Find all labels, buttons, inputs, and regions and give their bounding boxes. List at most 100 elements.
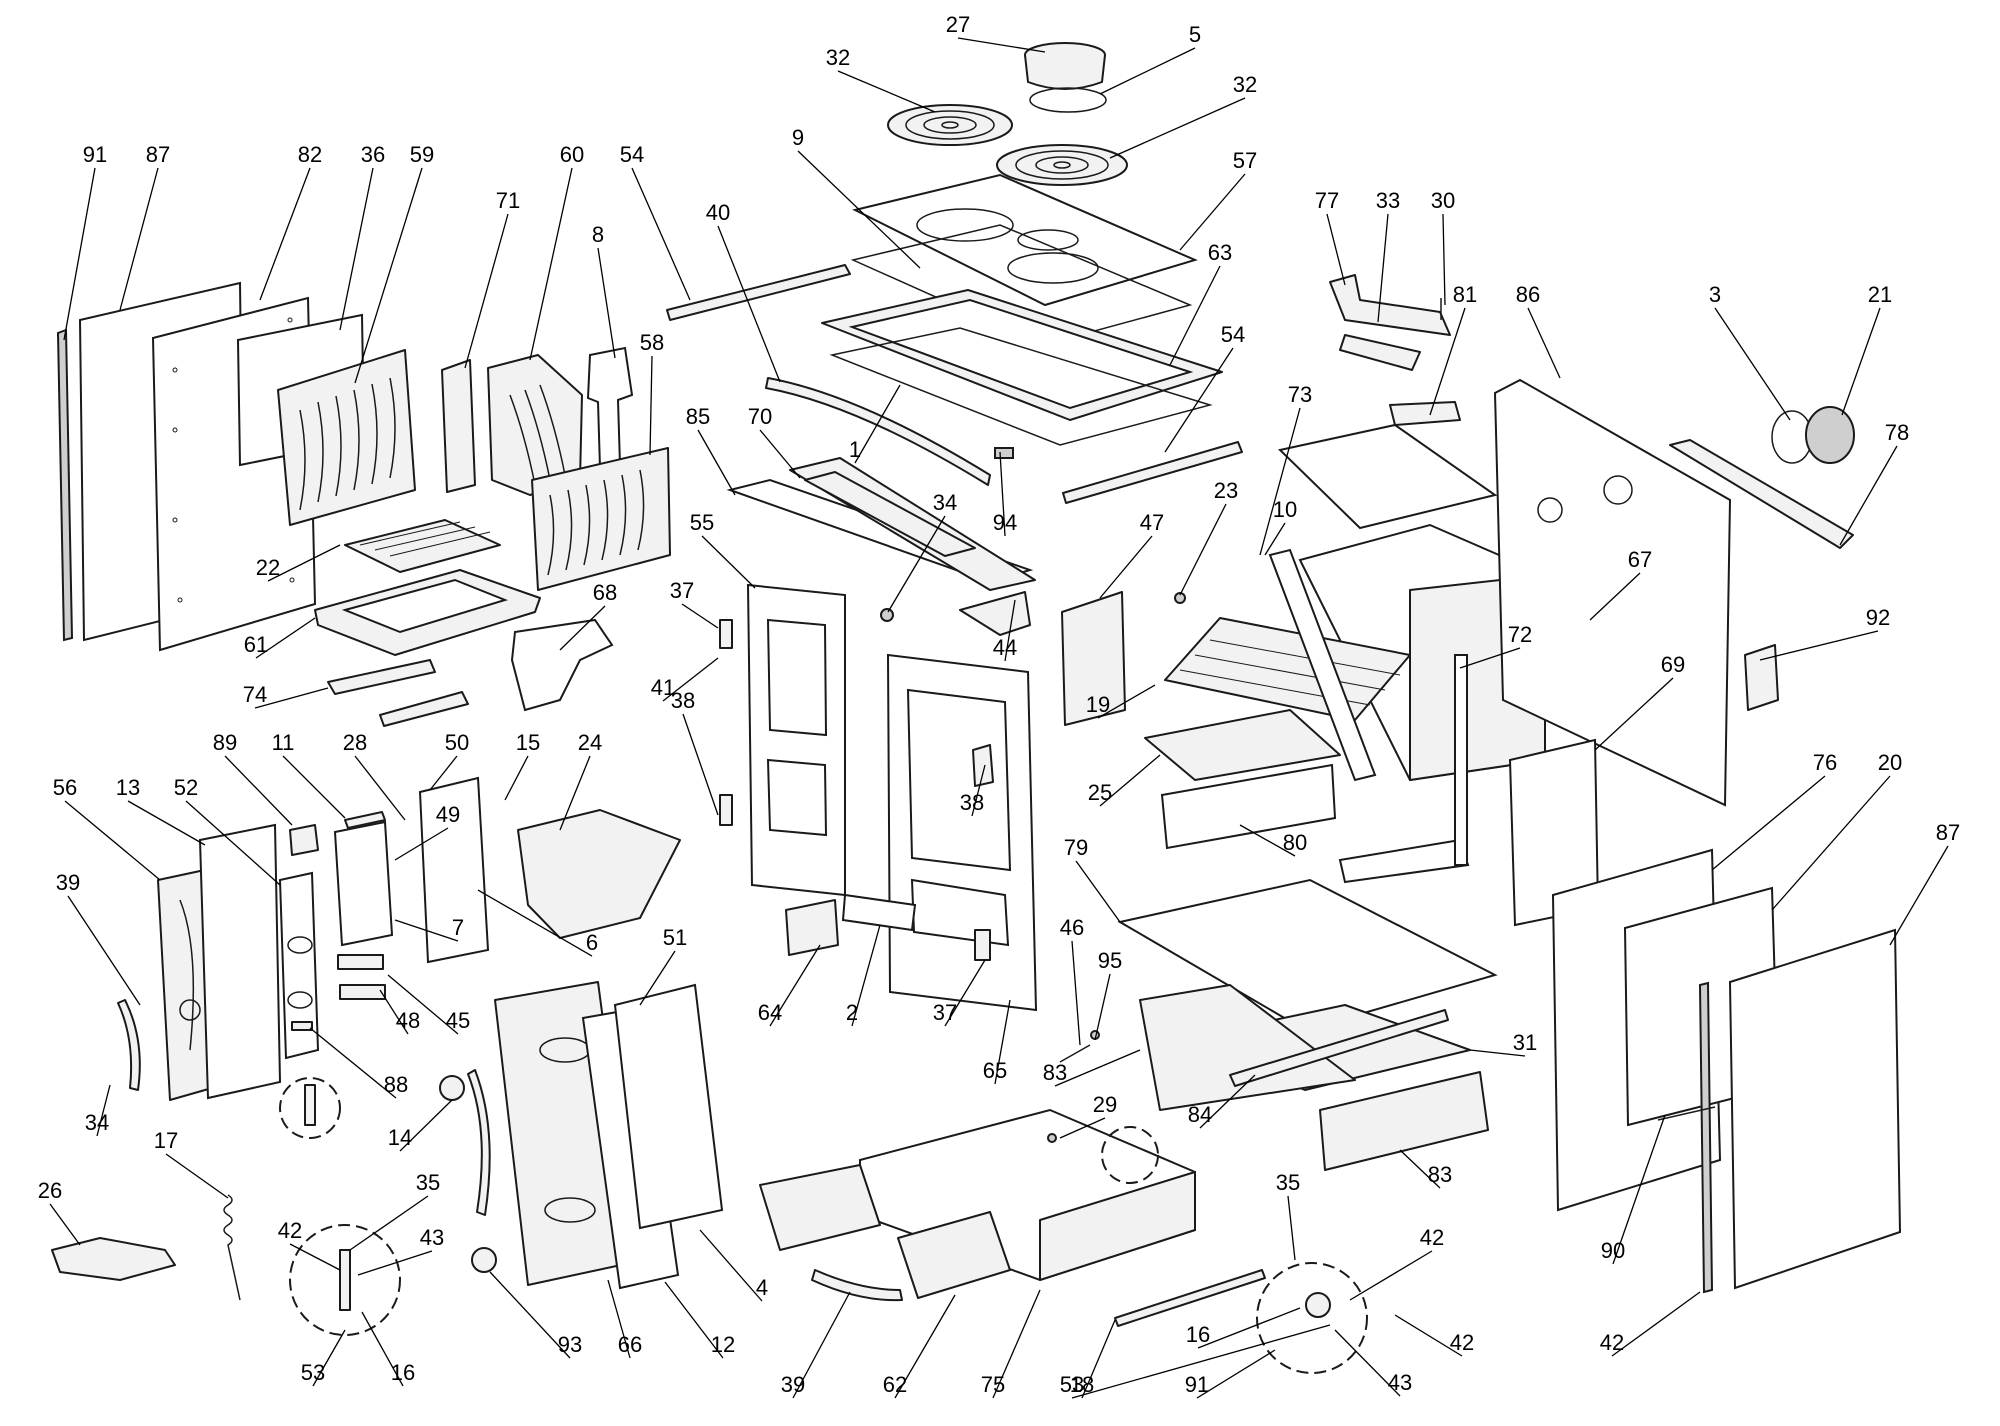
callout-leader-41 — [662, 657, 719, 702]
callout-label-14: 14 — [388, 1125, 412, 1150]
callout-leader-75 — [992, 1289, 1041, 1399]
bolt-34-top — [880, 608, 894, 622]
bracket-89 — [289, 824, 319, 856]
door-frame-13 — [198, 823, 282, 1100]
callout-label-57: 57 — [1233, 148, 1257, 173]
callout-label-81: 81 — [1453, 282, 1477, 307]
callout-label-11: 11 — [272, 730, 295, 755]
callout-leader-86 — [1527, 307, 1561, 379]
callout-leader-48 — [379, 989, 409, 1035]
callout-leader-17 — [165, 1153, 229, 1199]
callout-label-24: 24 — [578, 730, 602, 755]
callout-leader-35 — [1287, 1195, 1296, 1261]
bracket-11 — [344, 811, 386, 829]
side-gasket-strip-left — [56, 328, 74, 642]
callout-leader-42 — [1611, 1291, 1701, 1357]
callout-leader-22 — [267, 544, 341, 582]
oven-door-glass-51 — [613, 983, 724, 1230]
callout-leader-66 — [607, 1279, 631, 1359]
callout-leader-12 — [664, 1281, 724, 1359]
callout-label-83: 83 — [1428, 1162, 1452, 1187]
callout-label-79: 79 — [1064, 835, 1088, 860]
callout-leader-53 — [312, 1329, 346, 1387]
callout-leader-39 — [792, 1291, 851, 1399]
callout-leader-57 — [1179, 173, 1246, 251]
drawer-front-62 — [759, 1164, 1011, 1299]
callout-label-6: 6 — [586, 930, 598, 955]
callout-leader-51 — [639, 950, 676, 1006]
callout-label-76: 76 — [1813, 750, 1837, 775]
hotplate-ring-32-left — [887, 104, 1013, 146]
callout-label-42: 42 — [278, 1218, 302, 1243]
callout-leader-42 — [1349, 1250, 1433, 1301]
right-side-panel-87 — [1728, 928, 1902, 1290]
frame-83-left — [1139, 984, 1356, 1111]
callout-label-82: 82 — [298, 142, 322, 167]
callout-label-10: 10 — [1273, 497, 1297, 522]
glass-49 — [333, 820, 394, 947]
callout-label-43: 43 — [1388, 1370, 1412, 1395]
callout-label-87: 87 — [1936, 820, 1960, 845]
callout-label-48: 48 — [396, 1008, 420, 1033]
callout-leader-59 — [354, 167, 423, 384]
callout-label-42: 42 — [1600, 1330, 1624, 1355]
hinge-38-left — [719, 794, 733, 826]
callout-label-61: 61 — [244, 632, 268, 657]
firebox-front-liner-58 — [531, 447, 671, 591]
hotplate-57 — [852, 173, 1198, 307]
callout-label-28: 28 — [343, 730, 367, 755]
callout-leader-92 — [1759, 630, 1879, 661]
callout-leader-37 — [944, 959, 986, 1027]
spring-17 — [223, 1194, 241, 1301]
oven-side-panel-72 — [1338, 654, 1470, 884]
callout-label-91: 91 — [1185, 1372, 1209, 1397]
callout-leader-38 — [682, 713, 719, 816]
callout-leader-20 — [1771, 775, 1891, 911]
callout-leader-27 — [957, 37, 1046, 53]
callout-label-42: 42 — [1450, 1330, 1474, 1355]
callout-label-35: 35 — [1276, 1170, 1300, 1195]
callout-label-37: 37 — [933, 1000, 957, 1025]
callout-label-5: 5 — [1189, 22, 1201, 47]
oven-door-handle — [467, 1069, 491, 1216]
plate-64 — [785, 899, 839, 956]
callout-label-39: 39 — [781, 1372, 805, 1397]
door-handle-39-left — [117, 999, 141, 1091]
callout-label-39: 39 — [56, 870, 80, 895]
oven-tray-25 — [1144, 709, 1341, 781]
callout-leader-78 — [1839, 445, 1898, 546]
ash-pan-24 — [517, 809, 681, 939]
callout-label-45: 45 — [446, 1008, 470, 1033]
callout-label-4: 4 — [756, 1275, 768, 1300]
callout-leader-23 — [1179, 503, 1227, 596]
callout-leader-84 — [1199, 1074, 1256, 1129]
callout-label-63: 63 — [1208, 240, 1232, 265]
callout-leader-16 — [1197, 1307, 1301, 1349]
ring-21 — [1805, 406, 1855, 464]
callout-label-42: 42 — [1420, 1225, 1444, 1250]
callout-label-69: 69 — [1661, 652, 1685, 677]
spring-46 — [1059, 1044, 1091, 1063]
callout-leader-56 — [64, 800, 161, 881]
callout-leader-87 — [119, 167, 159, 311]
callout-label-21: 21 — [1868, 282, 1892, 307]
callout-leader-38 — [971, 764, 986, 817]
callout-label-78: 78 — [1885, 420, 1909, 445]
callout-label-95: 95 — [1098, 948, 1122, 973]
callout-leader-15 — [504, 755, 529, 801]
callout-label-36: 36 — [361, 142, 385, 167]
callout-label-53: 53 — [301, 1360, 325, 1385]
callout-leader-42 — [289, 1243, 341, 1271]
callout-label-3: 3 — [1709, 282, 1721, 307]
top-rail-54-left — [666, 264, 851, 321]
callout-label-58: 58 — [640, 330, 664, 355]
callout-leader-95 — [1094, 973, 1111, 1041]
callout-leader-8 — [597, 247, 616, 359]
callout-label-67: 67 — [1628, 547, 1652, 572]
callout-label-19: 19 — [1086, 692, 1110, 717]
callout-leader-25 — [1099, 754, 1161, 807]
callout-leader-3 — [1714, 307, 1791, 421]
callout-leader-10 — [1264, 522, 1286, 556]
callout-label-87: 87 — [146, 142, 170, 167]
